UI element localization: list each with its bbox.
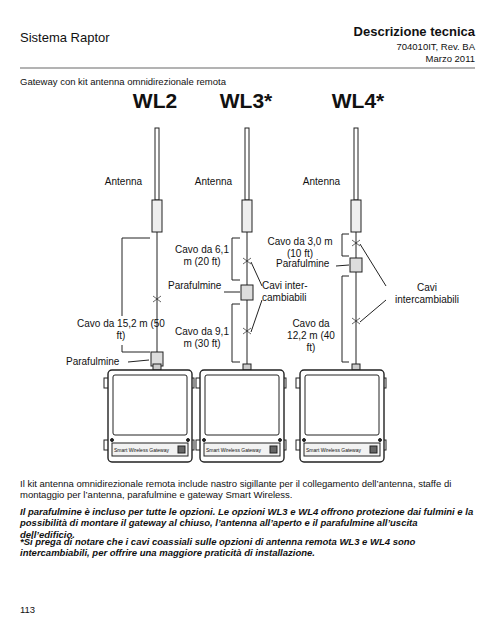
- note-text: Il parafulmine è incluso per tutte le op…: [20, 506, 475, 540]
- screw: [203, 439, 206, 442]
- part-label: Cavo da 15,2 m (50 ft): [76, 318, 166, 342]
- part-label: Cavo da 9,1 m (30 ft): [174, 326, 230, 350]
- device-label: Smart Wireless Gateway: [306, 447, 376, 453]
- screw: [187, 439, 190, 442]
- note-text: *Si prega di notare che i cavi coassiali…: [20, 536, 475, 559]
- part-label: Cavi inter- cambiabili: [262, 280, 320, 304]
- antennas: [122, 128, 386, 368]
- part-label: Antenna: [96, 176, 151, 188]
- header-text: Descrizione tecnica: [275, 24, 475, 40]
- option-code: WL4*: [322, 88, 394, 113]
- antenna-connector: [352, 364, 360, 370]
- part-label: Parafulmine: [168, 280, 228, 292]
- gateway-housing: [200, 370, 284, 462]
- part-label: Cavo da 6,1 m (20 ft): [174, 244, 230, 268]
- gateway-housing: [300, 370, 384, 462]
- screw: [111, 439, 114, 442]
- screw: [379, 439, 382, 442]
- part-label: Antenna: [186, 176, 241, 188]
- gateway-housings: [104, 364, 386, 462]
- gateway-plate: [204, 443, 280, 456]
- header-text: Sistema Raptor: [20, 30, 170, 46]
- part-label: Cavi intercambiabili: [388, 282, 466, 306]
- page-number: 113: [20, 604, 60, 615]
- header-text: 704010IT, Rev. BA: [275, 41, 475, 52]
- part-label: Antenna: [294, 176, 349, 188]
- part-label: Parafulmine: [276, 258, 338, 270]
- device-label: Smart Wireless Gateway: [114, 447, 184, 453]
- header-rule: [20, 68, 475, 69]
- device-label: Smart Wireless Gateway: [206, 447, 276, 453]
- screw: [279, 439, 282, 442]
- option-code: WL2: [120, 88, 190, 113]
- gateway-housing: [108, 370, 192, 462]
- header-text: Marzo 2011: [275, 53, 475, 64]
- logo-mark: [270, 446, 277, 453]
- option-code: WL3*: [210, 88, 282, 113]
- gateway-lid: [113, 375, 187, 435]
- logo-mark: [370, 446, 377, 453]
- screw: [303, 439, 306, 442]
- part-label: Parafulmine: [66, 356, 130, 368]
- antenna-connector: [153, 364, 161, 370]
- part-label: Cavo da 3,0 m (10 ft): [262, 236, 338, 260]
- body-text: Il kit antenna omnidirezionale remota in…: [20, 478, 475, 501]
- gateway-lid: [305, 375, 379, 435]
- gateway-plate: [304, 443, 380, 456]
- gateway-lid: [205, 375, 279, 435]
- part-label: Cavo da 12,2 m (40 ft): [282, 318, 340, 354]
- gateway-plate: [112, 443, 188, 456]
- figure-title: Gateway con kit antenna omnidirezionale …: [20, 76, 440, 87]
- antenna-connector: [243, 364, 251, 370]
- logo-mark: [178, 446, 185, 453]
